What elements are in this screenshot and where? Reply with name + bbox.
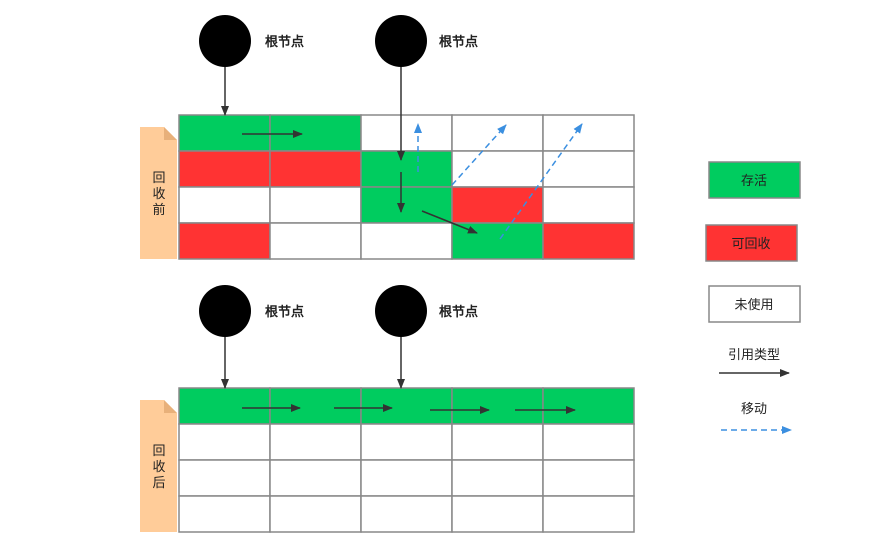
reference-arrow [421, 210, 478, 234]
memory-cell [360, 423, 453, 461]
move-arrow [499, 123, 583, 240]
legend-swatch-reclaimable [705, 224, 798, 262]
memory-cell [542, 222, 635, 260]
memory-cell [451, 459, 544, 497]
memory-cell [178, 495, 271, 533]
memory-cell [542, 423, 635, 461]
after-tag-char-2: 收 [152, 460, 165, 475]
root-node-label: 根节点 [265, 304, 304, 320]
before-tag-char-3: 前 [152, 202, 165, 218]
memory-cell [178, 150, 271, 188]
before-root-2: 根节点 [375, 15, 478, 67]
memory-cell [451, 423, 544, 461]
root-node-label: 根节点 [265, 34, 304, 50]
before-tag-char-2: 收 [152, 187, 165, 202]
memory-cell [269, 114, 362, 152]
memory-cell [542, 114, 635, 152]
after-tag-fold [164, 400, 177, 413]
after-tag-char-1: 回 [152, 444, 165, 459]
memory-cell [542, 459, 635, 497]
before-tag-shape [140, 127, 177, 259]
before-tag: 回 收 前 [140, 127, 177, 259]
memory-cell [542, 495, 635, 533]
memory-cell [269, 387, 362, 425]
legend-label-reference: 引用类型 [728, 348, 780, 363]
before-root-1: 根节点 [199, 15, 304, 67]
root-node-circle [375, 285, 427, 337]
legend-unused: 未使用 [708, 285, 801, 323]
memory-cell [451, 495, 544, 533]
memory-cell [451, 387, 544, 425]
legend-label-unused: 未使用 [734, 297, 773, 313]
memory-cell [360, 222, 453, 260]
legend-swatch-unused [708, 285, 801, 323]
legend-reclaimable: 可回收 [705, 224, 798, 262]
after-tag-shape [140, 400, 177, 532]
memory-cell [178, 459, 271, 497]
memory-cell [360, 114, 453, 152]
memory-cell [178, 222, 271, 260]
memory-cell [269, 423, 362, 461]
legend-reference: 引用类型 [719, 348, 790, 377]
memory-cell [542, 387, 635, 425]
memory-cell [542, 186, 635, 224]
memory-cell [269, 459, 362, 497]
legend-label-reclaimable: 可回收 [731, 237, 770, 252]
legend-label-alive: 存活 [741, 174, 767, 189]
before-section: 回 收 前 根节点 根节点 [140, 15, 635, 260]
memory-cell [178, 186, 271, 224]
legend-move: 移动 [721, 402, 792, 434]
memory-cell [269, 222, 362, 260]
legend: 存活 可回收 未使用 引用类型 移动 [705, 161, 801, 434]
legend-label-move: 移动 [741, 402, 767, 417]
memory-cell [451, 114, 544, 152]
root-node-circle [199, 15, 251, 67]
legend-alive: 存活 [708, 161, 801, 199]
memory-cell [269, 150, 362, 188]
memory-cell [178, 114, 271, 152]
root-node-circle [375, 15, 427, 67]
memory-cell [360, 387, 453, 425]
before-tag-fold [164, 127, 177, 140]
memory-cell [451, 186, 544, 224]
move-arrow [451, 124, 507, 186]
after-root-1: 根节点 [199, 285, 304, 337]
root-node-label: 根节点 [439, 34, 478, 50]
memory-cell [269, 495, 362, 533]
root-node-label: 根节点 [439, 304, 478, 320]
legend-swatch-alive [708, 161, 801, 199]
root-node-circle [199, 285, 251, 337]
memory-cell [542, 150, 635, 188]
memory-cell [360, 459, 453, 497]
after-section: 回 收 后 根节点 根节点 [140, 285, 635, 533]
memory-cell [269, 186, 362, 224]
before-tag-char-1: 回 [152, 171, 165, 186]
memory-cell [178, 423, 271, 461]
memory-cell [360, 150, 453, 188]
memory-cell [178, 387, 271, 425]
before-memory-grid [178, 114, 635, 260]
after-memory-grid [178, 387, 635, 533]
after-tag-char-3: 后 [152, 476, 165, 491]
memory-cell [360, 495, 453, 533]
after-tag: 回 收 后 [140, 400, 177, 532]
after-root-2: 根节点 [375, 285, 478, 337]
